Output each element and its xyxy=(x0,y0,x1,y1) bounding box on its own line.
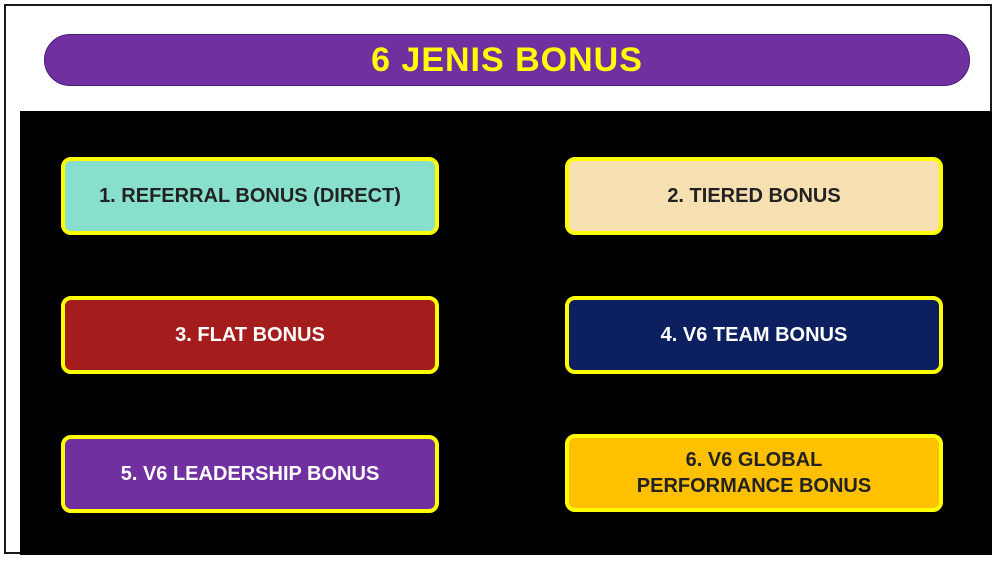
bonus-label: 6. V6 GLOBAL PERFORMANCE BONUS xyxy=(636,449,872,497)
bonus-label: 4. V6 TEAM BONUS xyxy=(660,324,848,346)
bonus-panel: 1. REFERRAL BONUS (DIRECT) 2. TIERED BON… xyxy=(20,111,992,555)
bonus-box-referral: 1. REFERRAL BONUS (DIRECT) xyxy=(61,157,439,235)
bonus-label: 2. TIERED BONUS xyxy=(667,185,841,207)
slide-frame: 6 JENIS BONUS 1. REFERRAL BONUS (DIRECT)… xyxy=(4,4,992,555)
bonus-label: 5. V6 LEADERSHIP BONUS xyxy=(120,463,380,485)
bonus-box-team: 4. V6 TEAM BONUS xyxy=(565,296,943,374)
bonus-box-tiered: 2. TIERED BONUS xyxy=(565,157,943,235)
bonus-box-leadership: 5. V6 LEADERSHIP BONUS xyxy=(61,435,439,513)
bonus-box-flat: 3. FLAT BONUS xyxy=(61,296,439,374)
page-title: 6 JENIS BONUS xyxy=(371,40,643,79)
bonus-label: 1. REFERRAL BONUS (DIRECT) xyxy=(99,185,401,207)
bonus-box-global-performance: 6. V6 GLOBAL PERFORMANCE BONUS xyxy=(565,434,943,512)
bonus-label: 3. FLAT BONUS xyxy=(175,324,325,346)
title-banner: 6 JENIS BONUS xyxy=(44,34,970,86)
